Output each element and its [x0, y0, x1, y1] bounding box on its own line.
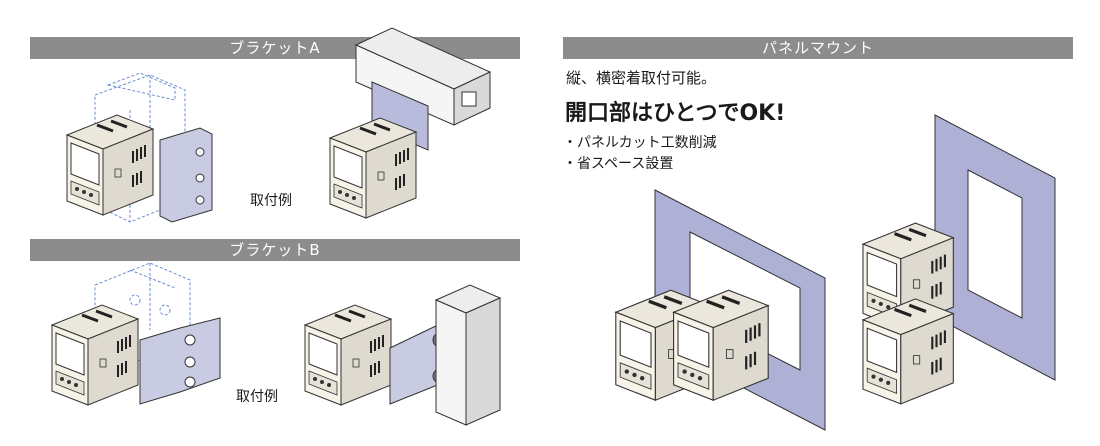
bracket-b-mounted-figure	[303, 284, 502, 426]
panel-mount-vertical-figure	[861, 114, 1056, 406]
mount-example-label-b: 取付例	[236, 389, 278, 405]
bracket-a-exploded-figure	[65, 72, 213, 223]
header-bracket-b: ブラケットB	[30, 239, 520, 261]
bracket-a-mounted-figure	[328, 27, 492, 220]
panel-mount-bullet: ・省スペース設置	[563, 156, 674, 172]
panel-mount-headline: 開口部はひとつでOK!	[565, 101, 786, 126]
header-panel-mount: パネルマウント	[563, 37, 1073, 59]
panel-mount-horizontal-figure	[614, 189, 826, 431]
mount-example-label-a: 取付例	[250, 193, 292, 209]
bracket-b-exploded-figure	[50, 262, 221, 407]
panel-mount-bullet: ・パネルカット工数削減	[563, 135, 717, 151]
panel-mount-description: 縦、横密着取付可能。	[566, 69, 717, 87]
